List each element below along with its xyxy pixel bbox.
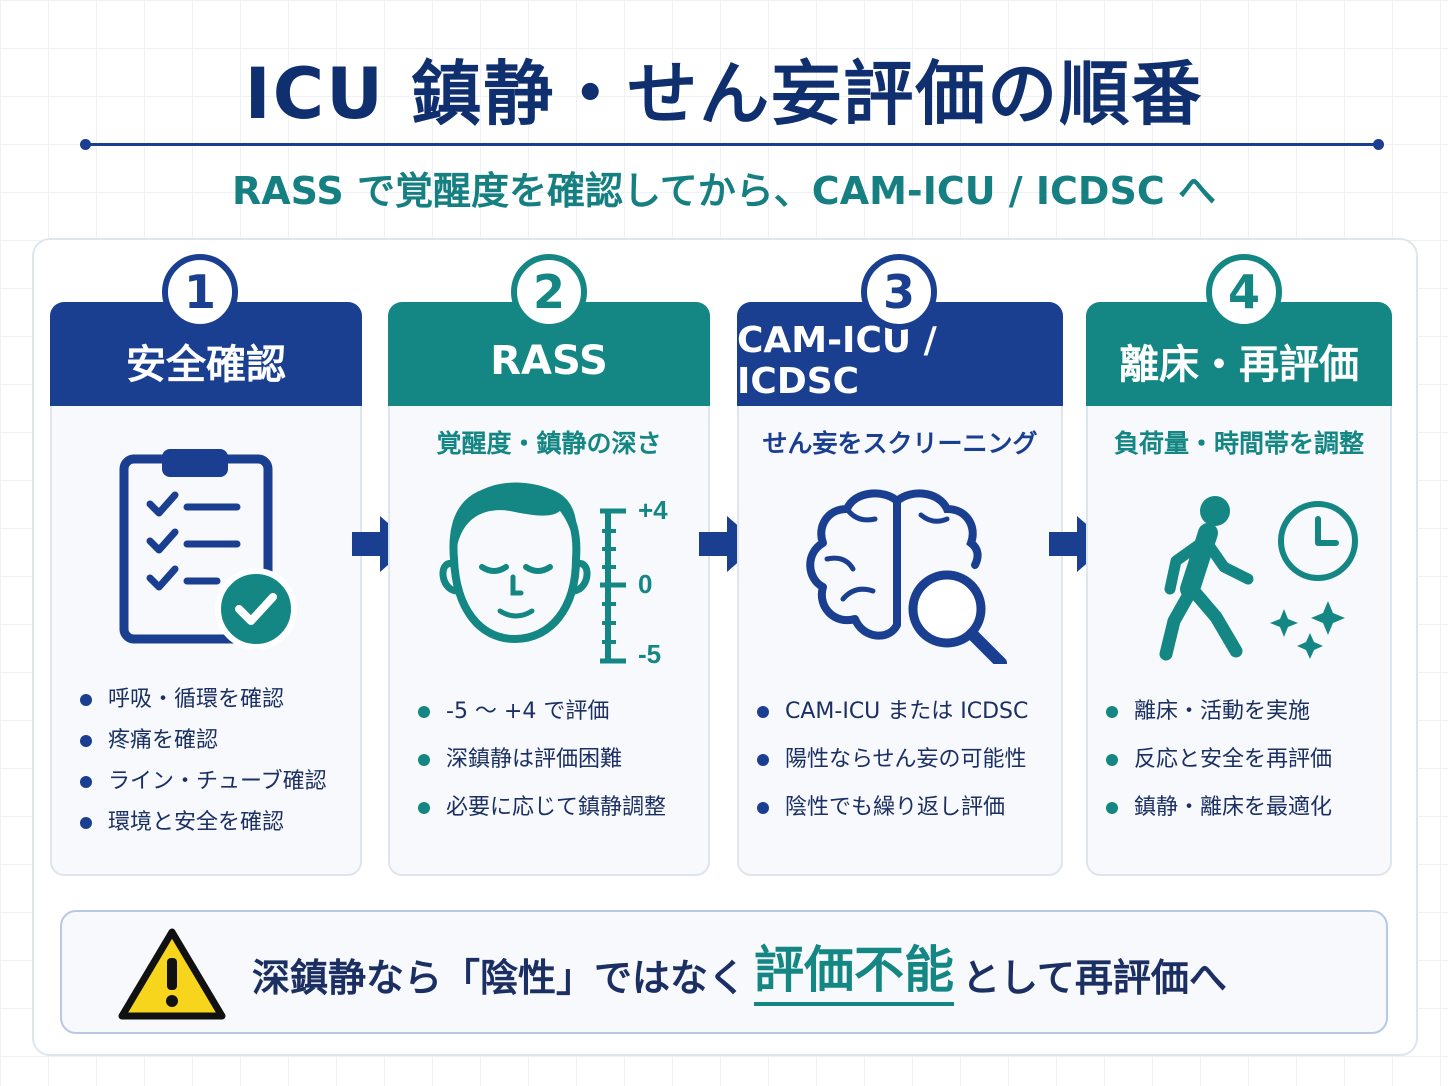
list-item: 陽性ならせん妄の可能性 [757, 736, 1051, 784]
step-3-bullets: CAM-ICU または ICDSC 陽性ならせん妄の可能性 陰性でも繰り返し評価 [757, 688, 1051, 832]
step-3-card: CAM-ICU / ICDSC せん妄をスクリーニング CAM-ICU または … [737, 302, 1063, 876]
list-item: -5 〜 +4 で評価 [418, 688, 698, 736]
warning-text-before: 深鎮静なら「陰性」ではなく [252, 955, 747, 1000]
brain-magnifier-icon [739, 449, 1061, 669]
clipboard-check-icon [52, 437, 360, 664]
title-divider [80, 139, 1384, 150]
step-4-card: 離床・再評価 負荷量・時間帯を調整 離床・活動を実施 反応と安全を再評価 鎮静・… [1086, 302, 1392, 876]
step-4-title: 離床・再評価 [1086, 302, 1392, 406]
list-item: 疼痛を確認 [80, 720, 350, 761]
step-1-card: 安全確認 呼吸・循環を確認 疼痛を確認 ライン・チューブ確認 環境と安全を確認 [50, 302, 362, 876]
step-2-bullets: -5 〜 +4 で評価 深鎮静は評価困難 必要に応じて鎮静調整 [418, 688, 698, 832]
page-title: ICU 鎮静・せん妄評価の順番 [244, 53, 1204, 135]
page-subtitle: RASS で覚醒度を確認してから、CAM-ICU / ICDSC へ [232, 169, 1216, 213]
warning-banner: 深鎮静なら「陰性」ではなく 評価不能 として再評価へ [60, 910, 1388, 1034]
list-item: 反応と安全を再評価 [1106, 736, 1380, 784]
step-2-number: 2 [511, 254, 587, 330]
list-item: CAM-ICU または ICDSC [757, 688, 1051, 736]
step-4-subtitle: 負荷量・時間帯を調整 [1113, 429, 1364, 458]
arrow-right-icon [350, 512, 414, 576]
list-item: 必要に応じて鎮静調整 [418, 784, 698, 832]
list-item: ライン・チューブ確認 [80, 761, 350, 802]
list-item: 鎮静・離床を最適化 [1106, 784, 1380, 832]
step-1-bullets: 呼吸・循環を確認 疼痛を確認 ライン・チューブ確認 環境と安全を確認 [80, 679, 350, 843]
step-3-subtitle: せん妄をスクリーニング [762, 429, 1038, 458]
list-item: 環境と安全を確認 [80, 802, 350, 843]
step-3-number: 3 [861, 254, 937, 330]
step-4-bullets: 離床・活動を実施 反応と安全を再評価 鎮静・離床を最適化 [1106, 688, 1380, 832]
arrow-right-icon [1047, 512, 1111, 576]
scale-bottom-label: -5 [638, 639, 661, 664]
list-item: 呼吸・循環を確認 [80, 679, 350, 720]
list-item: 離床・活動を実施 [1106, 688, 1380, 736]
scale-mid-label: 0 [638, 569, 652, 599]
warning-text-after: として再評価へ [962, 955, 1227, 1000]
step-1-number: 1 [162, 254, 238, 330]
walking-clock-icon [1088, 449, 1390, 664]
step-4-number: 4 [1206, 254, 1282, 330]
face-scale-icon: +4 0 -5 [390, 449, 708, 669]
warning-icon [118, 926, 226, 1022]
arrow-right-icon [697, 512, 761, 576]
list-item: 深鎮静は評価困難 [418, 736, 698, 784]
scale-top-label: +4 [638, 495, 668, 525]
list-item: 陰性でも繰り返し評価 [757, 784, 1051, 832]
step-2-subtitle: 覚醒度・鎮静の深さ [436, 429, 662, 458]
warning-text: 深鎮静なら「陰性」ではなく 評価不能 として再評価へ [252, 912, 1227, 1036]
step-2-card: RASS 覚醒度・鎮静の深さ +4 0 -5 -5 〜 +4 [388, 302, 710, 876]
warning-emphasis: 評価不能 [754, 942, 955, 1006]
